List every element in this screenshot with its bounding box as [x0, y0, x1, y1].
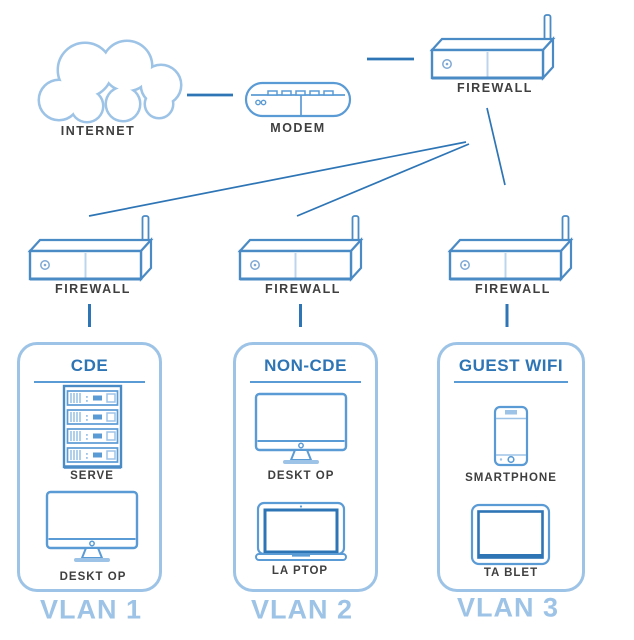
connection-firewall-vlan3 [486, 107, 506, 186]
firewall-1-label: FIREWALL [55, 282, 131, 296]
connection-firewall-vlan2 [296, 143, 470, 217]
vlan3-zone-rule [454, 381, 568, 383]
vlan2-zone-title: NON-CDE [264, 356, 347, 375]
desktop1-label: DESKT OP [59, 571, 127, 583]
firewall-icon [448, 214, 573, 281]
firewall-icon [238, 214, 363, 281]
vlan1-name: VLAN 1 [39, 594, 143, 625]
vlan1-zone-rule [34, 381, 145, 383]
tablet-icon [470, 503, 551, 566]
vlan2-zone-box: NON-CDE [233, 342, 378, 592]
firewall-2-label: FIREWALL [265, 282, 341, 296]
internet-label: INTERNET [60, 124, 136, 138]
connection-firewall-vlan1 [88, 141, 467, 217]
vlan3-zone-box: GUEST WIFI [437, 342, 585, 592]
vlan2-zone-rule [250, 381, 361, 383]
modem-icon [244, 81, 352, 118]
smartphone-icon [493, 405, 529, 467]
firewall-icon [28, 214, 153, 281]
cloud-icon [37, 39, 183, 124]
server-label: SERVE [70, 470, 114, 482]
laptop-label: LA PTOP [271, 565, 329, 577]
desktop-icon [45, 490, 139, 562]
laptop-icon [255, 501, 347, 561]
desktop2-label: DESKT OP [267, 470, 335, 482]
desktop-icon [254, 392, 348, 464]
connection-lines [88, 57, 509, 327]
modem-label: MODEM [270, 121, 326, 135]
smartphone-label: SMARTPHONE [465, 472, 557, 484]
firewall-top-label: FIREWALL [457, 81, 533, 95]
firewall-icon [430, 13, 555, 80]
vlan1-zone-box: CDE [17, 342, 162, 592]
server-icon [62, 384, 123, 469]
vlan1-zone-title: CDE [70, 356, 109, 375]
firewall-3-label: FIREWALL [475, 282, 551, 296]
vlan3-zone-title: GUEST WIFI [458, 356, 564, 375]
tablet-label: TA BLET [483, 567, 539, 579]
vlan3-name: VLAN 3 [456, 592, 560, 623]
vlan2-name: VLAN 2 [250, 594, 354, 625]
